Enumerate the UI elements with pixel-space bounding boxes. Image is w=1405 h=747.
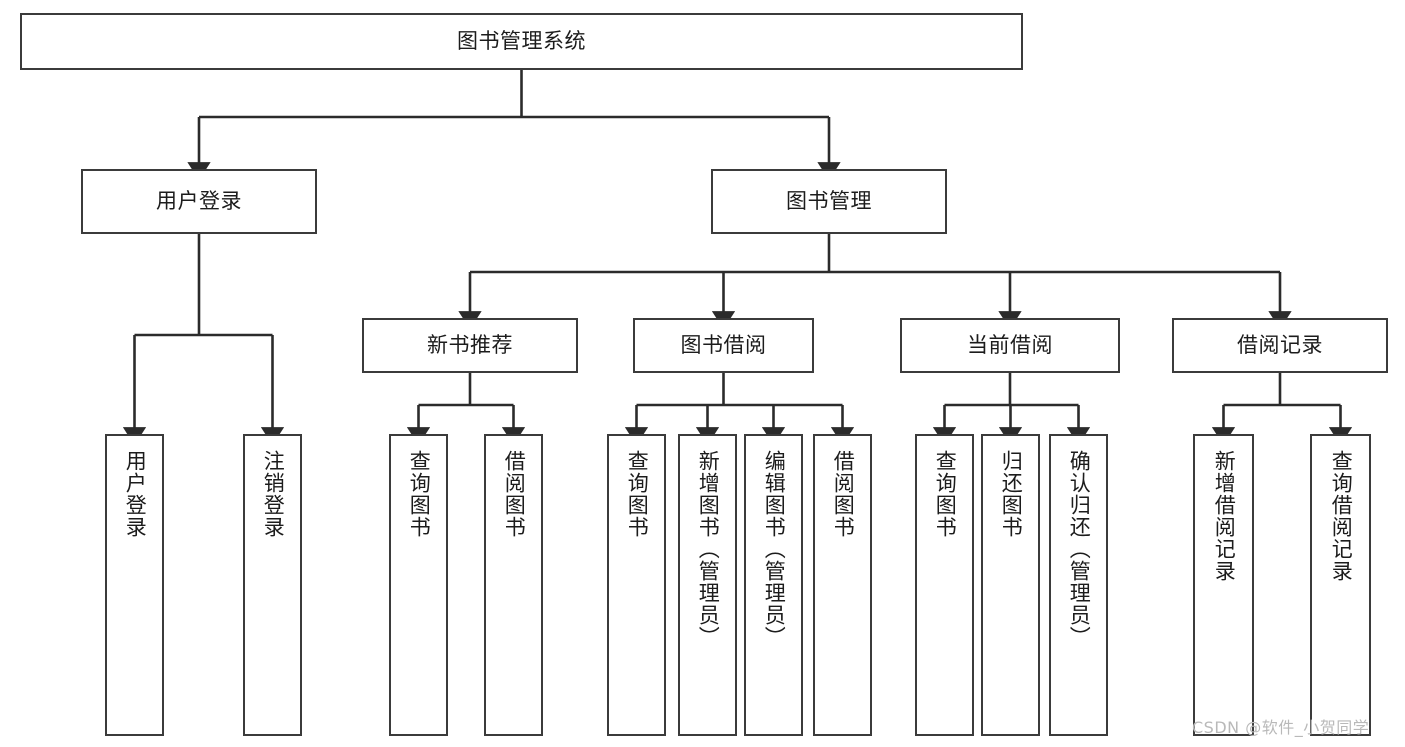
leaf-add-borrow-record-label: 新增借阅记录 <box>1212 450 1237 582</box>
leaf-query-book-b[interactable]: 查询图书 <box>607 434 666 736</box>
leaf-confirm-return[interactable]: 确认归还（管理员） <box>1049 434 1108 736</box>
leaf-logout[interactable]: 注销登录 <box>243 434 302 736</box>
leaf-query-borrow-record[interactable]: 查询借阅记录 <box>1310 434 1371 736</box>
node-user-login-label: 用户登录 <box>156 189 242 213</box>
leaf-add-book[interactable]: 新增图书（管理员） <box>678 434 737 736</box>
leaf-return-book[interactable]: 归还图书 <box>981 434 1040 736</box>
node-book-borrow-label: 图书借阅 <box>680 333 767 357</box>
leaf-edit-book[interactable]: 编辑图书（管理员） <box>744 434 803 736</box>
leaf-query-borrow-record-label: 查询借阅记录 <box>1329 450 1354 582</box>
leaf-borrow-book-a-label: 借阅图书 <box>502 450 527 538</box>
leaf-logout-label: 注销登录 <box>261 450 286 538</box>
leaf-query-book-b-label: 查询图书 <box>625 450 650 538</box>
node-book-manage[interactable]: 图书管理 <box>711 169 947 234</box>
node-user-login[interactable]: 用户登录 <box>81 169 317 234</box>
leaf-borrow-book-a[interactable]: 借阅图书 <box>484 434 543 736</box>
node-new-book-recommend-label: 新书推荐 <box>427 333 513 357</box>
node-root-label: 图书管理系统 <box>457 29 586 53</box>
node-current-borrow-label: 当前借阅 <box>967 333 1053 357</box>
node-book-borrow[interactable]: 图书借阅 <box>633 318 814 373</box>
leaf-borrow-book-b-label: 借阅图书 <box>831 450 856 538</box>
leaf-add-borrow-record[interactable]: 新增借阅记录 <box>1193 434 1254 736</box>
leaf-return-book-label: 归还图书 <box>999 450 1024 538</box>
node-root[interactable]: 图书管理系统 <box>20 13 1023 70</box>
leaf-query-book-c[interactable]: 查询图书 <box>915 434 974 736</box>
leaf-query-book-a-label: 查询图书 <box>407 450 432 538</box>
node-new-book-recommend[interactable]: 新书推荐 <box>362 318 578 373</box>
leaf-edit-book-label: 编辑图书（管理员） <box>762 450 787 648</box>
node-borrow-record[interactable]: 借阅记录 <box>1172 318 1388 373</box>
node-book-manage-label: 图书管理 <box>786 189 872 213</box>
leaf-user-login[interactable]: 用户登录 <box>105 434 164 736</box>
node-current-borrow[interactable]: 当前借阅 <box>900 318 1120 373</box>
node-borrow-record-label: 借阅记录 <box>1237 333 1323 357</box>
leaf-confirm-return-label: 确认归还（管理员） <box>1067 450 1092 648</box>
leaf-query-book-a[interactable]: 查询图书 <box>389 434 448 736</box>
leaf-query-book-c-label: 查询图书 <box>933 450 958 538</box>
leaf-borrow-book-b[interactable]: 借阅图书 <box>813 434 872 736</box>
leaf-user-login-label: 用户登录 <box>123 450 148 538</box>
leaf-add-book-label: 新增图书（管理员） <box>696 450 721 648</box>
